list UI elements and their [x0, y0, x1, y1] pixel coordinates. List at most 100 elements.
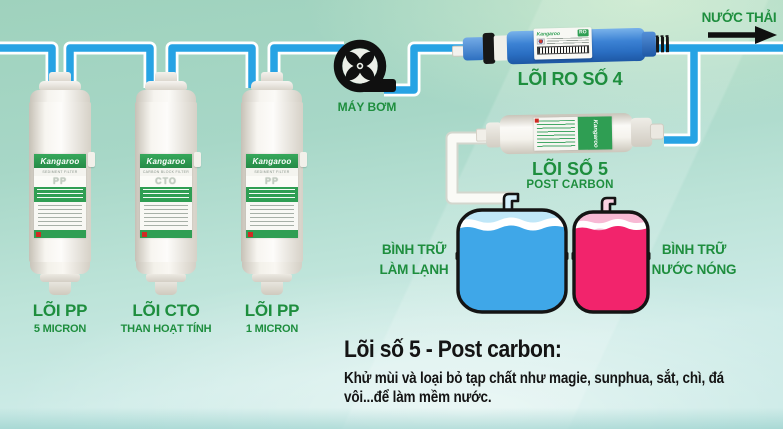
label-footer — [246, 230, 298, 238]
filter-clip — [194, 152, 201, 167]
filter-nub — [49, 282, 71, 295]
filter-caption-pp1: LÕI PP 1 MICRON — [217, 301, 327, 335]
filter-spec: THAN HOẠT TÍNH — [120, 323, 212, 335]
filter-label: Kangaroo SEDIMENT FILTER PP — [34, 154, 86, 238]
filter-shoulder — [136, 90, 196, 102]
filter-spec: 1 MICRON — [245, 323, 299, 335]
red-dot — [248, 231, 253, 237]
filter-subtype-text: CARBON BLOCK FILTER — [140, 168, 192, 176]
label-fineprint — [533, 116, 579, 151]
filter-shoulder — [242, 90, 302, 102]
pc-label: Kangaroo — [533, 116, 613, 151]
pc-inlet-tip — [649, 123, 665, 140]
label-green-block — [140, 187, 192, 202]
tank-spout — [600, 196, 617, 216]
post-carbon-title: LÕI SỐ 5 — [531, 159, 609, 179]
ro-outlet-ridges — [655, 35, 670, 53]
waste-water-label: NƯỚC THẢI — [701, 10, 777, 25]
filter-badge-text: PP — [246, 176, 298, 187]
filter-body: Kangaroo SEDIMENT FILTER PP — [241, 102, 307, 262]
tank-label-line1: BÌNH TRỮ — [661, 242, 727, 257]
brand-text: Kangaroo — [536, 30, 561, 38]
filter-cartridge-pp1: Kangaroo SEDIMENT FILTER PP — [234, 72, 310, 302]
filter-shoulder — [30, 262, 90, 274]
filter-shoulder — [242, 262, 302, 274]
label-fineprint — [34, 202, 86, 230]
label-footer — [140, 230, 192, 238]
pump-icon — [333, 39, 396, 93]
filter-shoulder — [30, 90, 90, 102]
tank-spout — [502, 192, 520, 214]
label-footer — [34, 230, 86, 238]
label-fineprint — [246, 202, 298, 230]
red-dot — [142, 231, 147, 237]
post-carbon-filter: Kangaroo — [474, 106, 675, 159]
filter-badge-text: PP — [34, 176, 86, 187]
filter-clip — [300, 152, 307, 167]
filter-shoulder — [136, 262, 196, 274]
filter-nub — [155, 282, 177, 295]
tank-label-line1: BÌNH TRỮ — [381, 242, 447, 257]
filter-cap — [145, 81, 187, 90]
pump-label: MÁY BƠM — [337, 100, 397, 114]
caption-title: Lõi số 5 - Post carbon: — [344, 336, 562, 363]
filter-neck — [155, 72, 177, 81]
filter-name: LÕI PP — [244, 301, 300, 320]
hot-water — [574, 226, 648, 312]
red-dot — [534, 118, 539, 123]
brand-text: Kangaroo — [40, 156, 80, 166]
cold-water — [458, 225, 566, 312]
filter-caption-pp5: LÕI PP 5 MICRON — [5, 301, 115, 335]
filter-spec: 5 MICRON — [33, 323, 87, 335]
ro-logo-badge: RO — [577, 29, 589, 37]
filter-subtype-text: SEDIMENT FILTER — [34, 168, 86, 176]
caption-line1: Khử mùi và loại bỏ tạp chất như magie, s… — [344, 370, 724, 387]
filter-cap — [39, 81, 81, 90]
filter-body: Kangaroo CARBON BLOCK FILTER CTO — [135, 102, 201, 262]
ro-label: Kangaroo RO — [533, 27, 593, 60]
hot-tank-label: BÌNH TRỮ NƯỚC NÓNG — [640, 240, 748, 280]
korea-flag-icon — [536, 38, 545, 45]
filter-badge-text: CTO — [140, 176, 192, 187]
label-fineprint — [140, 202, 192, 230]
filter-cap — [252, 274, 292, 282]
tank-label-line2: LÀM LẠNH — [379, 262, 449, 277]
pipe-pure-water — [445, 131, 514, 205]
hot-tank — [571, 196, 651, 314]
filter-neck — [261, 72, 283, 81]
label-green-block — [246, 187, 298, 202]
filter-clip — [88, 152, 95, 167]
barcode — [536, 45, 590, 55]
ro-caption: LÕI RO SỐ 4 — [517, 69, 623, 89]
ro-right-cap — [641, 31, 657, 57]
brand-text: Kangaroo — [591, 119, 599, 148]
filter-cap — [146, 274, 186, 282]
filter-subtype-text: SEDIMENT FILTER — [246, 168, 298, 176]
filter-name: LÕI CTO — [132, 301, 200, 320]
filter-neck — [49, 72, 71, 81]
filter-nub — [261, 282, 283, 295]
caption-body: Khử mùi và loại bỏ tạp chất như magie, s… — [344, 369, 724, 407]
ro-membrane: Kangaroo RO — [451, 23, 670, 73]
caption-line2: vôi...để làm mềm nước. — [344, 389, 492, 406]
filter-label: Kangaroo CARBON BLOCK FILTER CTO — [140, 154, 192, 238]
tank-label-line2: NƯỚC NÓNG — [651, 262, 737, 277]
label-green-block — [34, 187, 86, 202]
filter-cartridge-cto: Kangaroo CARBON BLOCK FILTER CTO — [128, 72, 204, 302]
red-dot — [36, 231, 41, 237]
filter-cartridge-pp5: Kangaroo SEDIMENT FILTER PP — [22, 72, 98, 302]
brand-text: Kangaroo — [146, 156, 186, 166]
label-fineprint — [546, 37, 589, 45]
cold-tank — [455, 192, 569, 314]
brand-text: Kangaroo — [252, 156, 292, 166]
waste-arrow-icon — [708, 26, 777, 44]
filter-body: Kangaroo SEDIMENT FILTER PP — [29, 102, 95, 262]
filter-cap — [251, 81, 293, 90]
cold-tank-label: BÌNH TRỮ LÀM LẠNH — [362, 240, 466, 280]
post-carbon-subtitle: POST CARBON — [526, 179, 614, 191]
filter-caption-cto: LÕI CTO THAN HOẠT TÍNH — [111, 301, 221, 335]
label-green-block: Kangaroo — [577, 116, 613, 150]
filter-cap — [40, 274, 80, 282]
filter-name: LÕI PP — [32, 301, 88, 320]
